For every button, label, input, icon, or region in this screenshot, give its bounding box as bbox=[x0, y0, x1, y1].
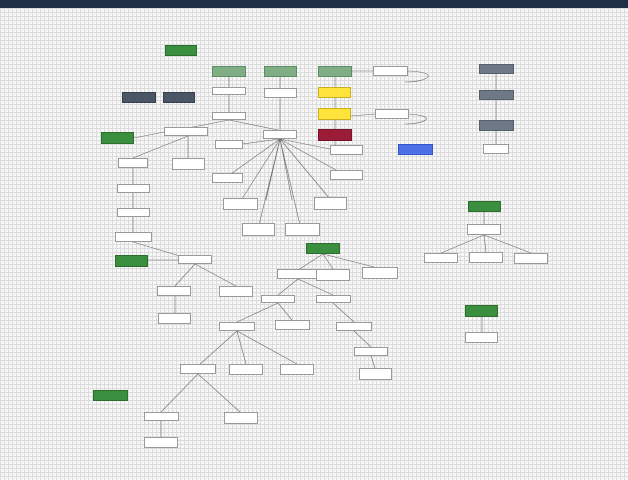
node-far-green-2[interactable] bbox=[465, 305, 498, 317]
node-right-g1[interactable] bbox=[479, 64, 514, 74]
node-a1[interactable] bbox=[212, 87, 246, 95]
node-right-g3[interactable] bbox=[479, 120, 514, 131]
node-c12[interactable] bbox=[180, 364, 216, 374]
node-side-1[interactable] bbox=[373, 66, 408, 76]
node-c13[interactable] bbox=[229, 364, 263, 375]
node-c11[interactable] bbox=[359, 368, 392, 380]
node-r7[interactable] bbox=[336, 322, 372, 331]
node-a3[interactable] bbox=[212, 112, 246, 120]
node-c16[interactable] bbox=[224, 412, 258, 424]
node-l5[interactable] bbox=[115, 232, 152, 242]
node-left-hub-2[interactable] bbox=[178, 255, 212, 264]
node-far-2[interactable] bbox=[469, 252, 503, 263]
node-c5[interactable] bbox=[223, 198, 258, 210]
node-r3[interactable] bbox=[362, 267, 398, 279]
node-c9[interactable] bbox=[219, 322, 255, 331]
node-c2[interactable] bbox=[330, 145, 363, 155]
node-left-green-2[interactable] bbox=[115, 255, 148, 267]
node-r1[interactable] bbox=[277, 269, 321, 279]
node-c8[interactable] bbox=[285, 223, 320, 236]
node-a2[interactable] bbox=[264, 88, 297, 98]
top-bar bbox=[0, 0, 628, 8]
node-dark-2[interactable] bbox=[163, 92, 195, 103]
node-yellow-2[interactable] bbox=[318, 108, 351, 120]
node-l3[interactable] bbox=[117, 184, 150, 193]
node-r2[interactable] bbox=[316, 269, 350, 281]
node-c14[interactable] bbox=[280, 364, 314, 375]
node-far-4[interactable] bbox=[465, 332, 498, 343]
node-l7[interactable] bbox=[219, 286, 253, 297]
node-l6[interactable] bbox=[157, 286, 191, 296]
node-yellow-1[interactable] bbox=[318, 87, 351, 98]
node-far-3[interactable] bbox=[514, 253, 548, 264]
node-top-2[interactable] bbox=[264, 66, 297, 77]
node-c4[interactable] bbox=[330, 170, 363, 180]
node-c7[interactable] bbox=[242, 223, 275, 236]
node-l2[interactable] bbox=[172, 158, 205, 170]
node-c6[interactable] bbox=[314, 197, 347, 210]
node-dark-1[interactable] bbox=[122, 92, 156, 103]
node-right-w[interactable] bbox=[483, 144, 509, 154]
node-red[interactable] bbox=[318, 129, 352, 141]
node-top-1[interactable] bbox=[212, 66, 246, 77]
node-center-green[interactable] bbox=[306, 243, 340, 254]
node-l4[interactable] bbox=[117, 208, 150, 217]
node-blue[interactable] bbox=[398, 144, 433, 155]
node-top-3[interactable] bbox=[318, 66, 352, 77]
node-c15[interactable] bbox=[144, 412, 179, 421]
node-side-2[interactable] bbox=[375, 109, 409, 119]
node-c10[interactable] bbox=[354, 347, 388, 356]
node-far-1[interactable] bbox=[424, 253, 458, 263]
start-node[interactable] bbox=[165, 45, 197, 56]
node-c17[interactable] bbox=[144, 437, 178, 448]
node-r6[interactable] bbox=[275, 320, 310, 330]
node-c1[interactable] bbox=[215, 140, 243, 149]
node-l1[interactable] bbox=[118, 158, 148, 168]
node-far-hub[interactable] bbox=[467, 224, 501, 235]
node-left-hub[interactable] bbox=[164, 127, 208, 136]
node-left-green[interactable] bbox=[101, 132, 134, 144]
node-l8[interactable] bbox=[158, 313, 191, 324]
node-right-g2[interactable] bbox=[479, 90, 514, 100]
node-r5[interactable] bbox=[316, 295, 351, 303]
node-far-green[interactable] bbox=[468, 201, 501, 212]
node-c3[interactable] bbox=[212, 173, 243, 183]
node-hub[interactable] bbox=[263, 130, 297, 139]
node-bottom-green[interactable] bbox=[93, 390, 128, 401]
node-r4[interactable] bbox=[261, 295, 295, 303]
